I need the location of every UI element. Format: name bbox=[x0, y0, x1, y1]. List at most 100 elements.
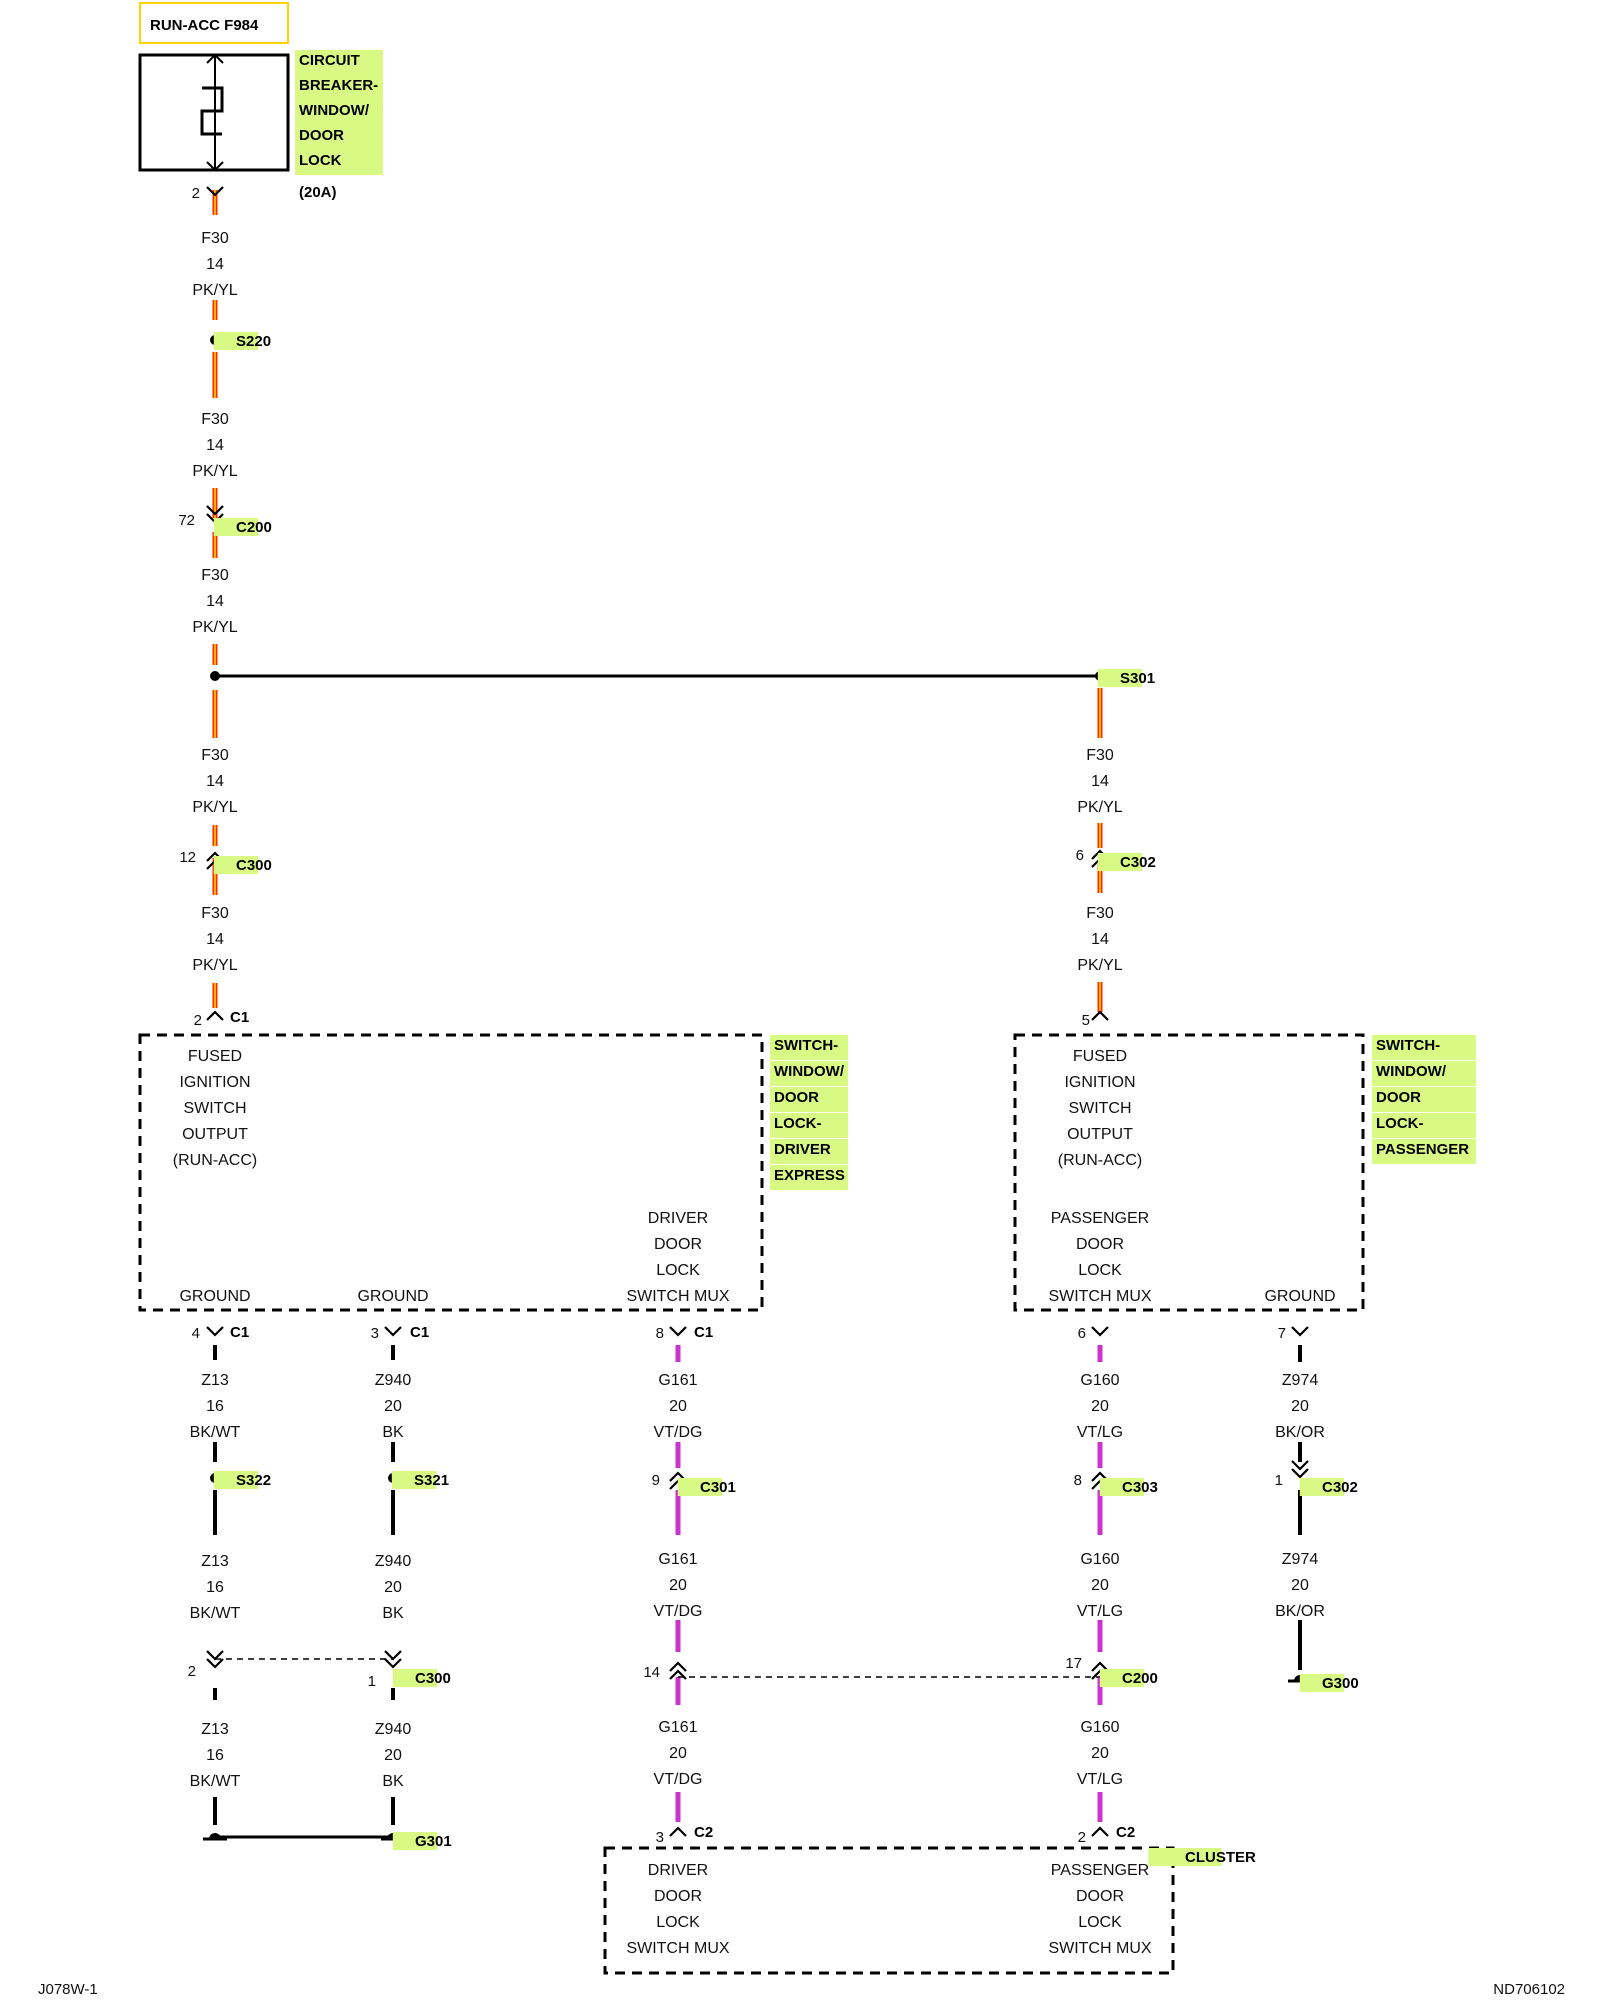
driver-switch-title-line: WINDOW/ bbox=[774, 1063, 845, 1080]
c302-gnd-pin: 1 bbox=[1275, 1472, 1283, 1489]
c300-z13b-chevron-down-icon bbox=[206, 1658, 224, 1669]
g160-label-2-gauge: 20 bbox=[1091, 1745, 1109, 1762]
g161-label-2-circuit: G161 bbox=[658, 1719, 697, 1736]
splice-s220-label: S220 bbox=[236, 333, 271, 350]
driver-switch-title-highlight bbox=[770, 1113, 848, 1138]
passenger-switch-box bbox=[1013, 1033, 1365, 1312]
driver-switch-title-line: EXPRESS bbox=[774, 1167, 845, 1184]
driver-switch-title-line: SWITCH- bbox=[774, 1037, 838, 1054]
fuse-name: RUN-ACC F984 bbox=[150, 17, 259, 34]
f30-label-1-gauge: 14 bbox=[206, 437, 224, 454]
driver-fused-text: (RUN-ACC) bbox=[173, 1152, 257, 1169]
f30-right-label-0-circuit: F30 bbox=[1086, 747, 1114, 764]
f30-label-2-circuit: F30 bbox=[201, 567, 229, 584]
z13-label-0-color: BK/WT bbox=[190, 1424, 241, 1441]
c200-topa-chevron-down-icon bbox=[206, 505, 224, 516]
cluster-passenger-text: DOOR bbox=[1076, 1888, 1124, 1905]
z974-label-1-gauge: 20 bbox=[1291, 1577, 1309, 1594]
driver-switch-title-line: DOOR bbox=[774, 1089, 819, 1106]
g301-left-ground-icon bbox=[209, 1833, 221, 1839]
breaker-title-line: BREAKER- bbox=[299, 77, 378, 94]
c200-g161a-chevron-up-icon bbox=[669, 1661, 687, 1672]
passenger-switch-title-line: WINDOW/ bbox=[1376, 1063, 1447, 1080]
g300-label: G300 bbox=[1322, 1675, 1359, 1692]
breaker-title-highlight bbox=[295, 75, 383, 100]
cluster-passenger-text: SWITCH MUX bbox=[1048, 1940, 1151, 1957]
c200-g161b-chevron-up-icon bbox=[669, 1669, 687, 1680]
breaker-title-line: LOCK bbox=[299, 152, 342, 169]
f30-right-label-0-gauge: 14 bbox=[1091, 773, 1109, 790]
g301-label-highlight bbox=[392, 1832, 438, 1850]
z940-label-0-color: BK bbox=[382, 1424, 404, 1441]
c302-gnda-chevron-down-icon bbox=[1291, 1460, 1309, 1471]
driver-gnd1-chevron-down-icon bbox=[206, 1326, 224, 1337]
passenger-fused-text: SWITCH bbox=[1068, 1100, 1131, 1117]
c200-top-name-highlight bbox=[213, 518, 259, 536]
f30-label-3-circuit: F30 bbox=[201, 747, 229, 764]
c2-driver-name: C2 bbox=[694, 1824, 713, 1841]
driver-gnd2-name: C1 bbox=[410, 1324, 429, 1341]
cluster-driver-text: DOOR bbox=[654, 1888, 702, 1905]
footer-left-code: J078W-1 bbox=[38, 1981, 98, 1998]
breaker-title-highlight bbox=[295, 150, 383, 175]
splice-s322-label: S322 bbox=[236, 1472, 271, 1489]
fuse-name-frame bbox=[139, 2, 289, 44]
passenger-switch-title-line: PASSENGER bbox=[1376, 1141, 1469, 1158]
c302-right-name-highlight bbox=[1097, 853, 1143, 871]
f30-label-4-color: PK/YL bbox=[192, 957, 237, 974]
driver-switch-title-line: LOCK- bbox=[774, 1115, 822, 1132]
f30-label-2-gauge: 14 bbox=[206, 593, 224, 610]
z974-label-0-color: BK/OR bbox=[1275, 1424, 1325, 1441]
c2-passenger-chevron-up-icon bbox=[1091, 1826, 1109, 1837]
splice-s301-label-highlight bbox=[1097, 669, 1143, 687]
passenger-mux-chevron-down-icon bbox=[1091, 1326, 1109, 1337]
passenger-switch-title-highlight bbox=[1372, 1113, 1476, 1138]
passenger-mux-text: LOCK bbox=[1078, 1262, 1122, 1279]
c200-g160a-chevron-up-icon bbox=[1091, 1661, 1109, 1672]
driver-fused-text: SWITCH bbox=[183, 1100, 246, 1117]
c300-left-name: C300 bbox=[236, 857, 272, 874]
splice-left bbox=[210, 671, 220, 681]
cluster-passenger-text: PASSENGER bbox=[1051, 1862, 1149, 1879]
z974-label-1-circuit: Z974 bbox=[1282, 1551, 1319, 1568]
c300-z940b-chevron-down-icon bbox=[384, 1658, 402, 1669]
c2-driver-chevron-up-icon bbox=[669, 1826, 687, 1837]
splice-s321-label-highlight bbox=[391, 1471, 437, 1489]
passenger-switch-title-highlight bbox=[1372, 1139, 1476, 1164]
c300-left-name-highlight bbox=[213, 856, 259, 874]
f30-label-1-circuit: F30 bbox=[201, 411, 229, 428]
breaker-title-highlight bbox=[295, 50, 383, 75]
c302-gnd-name-highlight bbox=[1299, 1478, 1345, 1496]
z13-label-1-color: BK/WT bbox=[190, 1605, 241, 1622]
c2-passenger-name: C2 bbox=[1116, 1824, 1135, 1841]
splice-s321-label: S321 bbox=[414, 1472, 449, 1489]
arrow-down-icon bbox=[206, 161, 224, 172]
g160-label-0-gauge: 20 bbox=[1091, 1398, 1109, 1415]
passenger-switch-title-highlight bbox=[1372, 1035, 1476, 1060]
passenger-in-pin: 5 bbox=[1082, 1012, 1090, 1029]
c200-g161-pin: 14 bbox=[643, 1664, 660, 1681]
wire-layer bbox=[212, 190, 1302, 1839]
passenger-switch-title-highlight bbox=[1372, 1087, 1476, 1112]
passenger-mux-text: PASSENGER bbox=[1051, 1210, 1149, 1227]
driver-gnd2-pin: 3 bbox=[371, 1325, 379, 1342]
passenger-mux-pin: 6 bbox=[1078, 1325, 1086, 1342]
cluster-title-highlight bbox=[1148, 1848, 1222, 1866]
z13-label-1-gauge: 16 bbox=[206, 1579, 224, 1596]
cluster-box bbox=[603, 1846, 1175, 1975]
f30-right-label-1-color: PK/YL bbox=[1077, 957, 1122, 974]
f30-label-0-gauge: 14 bbox=[206, 256, 224, 273]
c2-passenger-pin: 2 bbox=[1078, 1829, 1086, 1846]
passenger-fused-text: OUTPUT bbox=[1067, 1126, 1133, 1143]
driver-fused-text: FUSED bbox=[188, 1048, 242, 1065]
f30-right-label-0-color: PK/YL bbox=[1077, 799, 1122, 816]
z974-label-0-circuit: Z974 bbox=[1282, 1372, 1319, 1389]
cluster-driver-text: DRIVER bbox=[648, 1862, 708, 1879]
f30-right-label-1-circuit: F30 bbox=[1086, 905, 1114, 922]
z13-label-1-circuit: Z13 bbox=[201, 1553, 229, 1570]
driver-gnd1-name: C1 bbox=[230, 1324, 249, 1341]
driver-c1-in-pin: 2 bbox=[194, 1012, 202, 1029]
driver-ground2-text: GROUND bbox=[357, 1288, 428, 1305]
driver-switch-title-highlight bbox=[770, 1165, 848, 1190]
